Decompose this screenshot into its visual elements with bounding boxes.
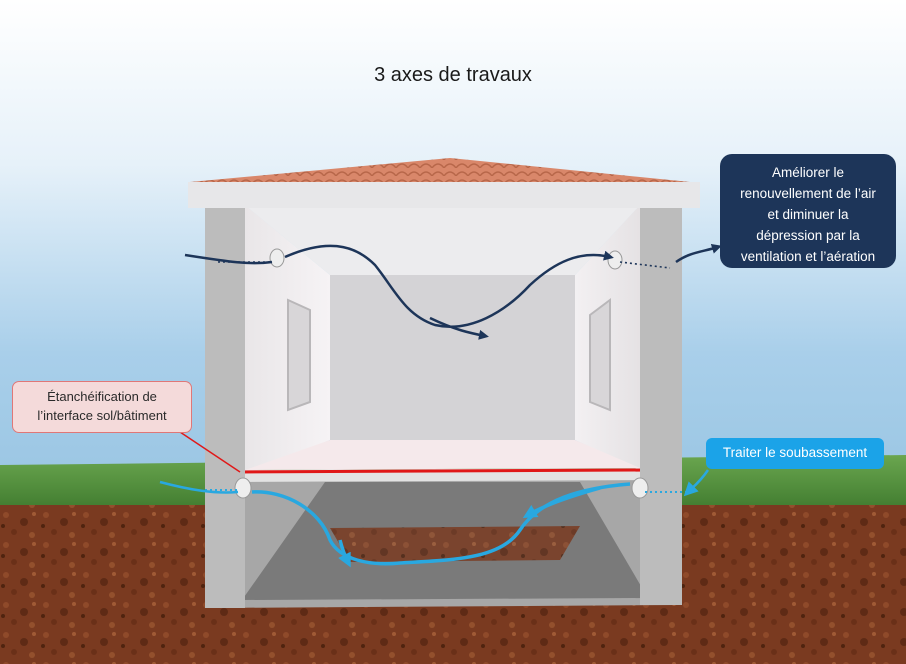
air-flow-arrow — [675, 244, 722, 264]
page-title: 3 axes de travaux — [374, 64, 532, 86]
air-flow-arrow — [284, 244, 614, 328]
right-window — [589, 298, 611, 412]
roof — [190, 158, 700, 183]
seal-callout-pointer — [179, 431, 241, 473]
floor-slab — [245, 440, 640, 470]
foundation-callout: Traiter le soubassement — [706, 438, 884, 469]
soil-gas-arrow — [338, 539, 351, 568]
air-flow-arrow — [429, 316, 489, 340]
air-flow-arrow — [184, 253, 273, 265]
soil-gas-arrow — [159, 480, 239, 494]
left-window — [287, 298, 311, 412]
air-vent-icon — [631, 477, 649, 499]
soil-gas-arrow — [522, 486, 601, 519]
left-outer-wall — [205, 200, 245, 608]
soil-gas-arrow — [683, 469, 710, 497]
sealing-callout: Étanchéification de l’interface sol/bâti… — [12, 381, 192, 433]
air-vent-icon — [607, 250, 623, 270]
ceiling — [245, 205, 640, 275]
ventilation-callout: Améliorer le renouvellement de l’air et … — [720, 154, 896, 268]
air-vent-icon — [269, 248, 285, 268]
air-vent-icon — [234, 477, 252, 499]
seal-line — [239, 468, 649, 474]
back-wall — [330, 275, 575, 440]
